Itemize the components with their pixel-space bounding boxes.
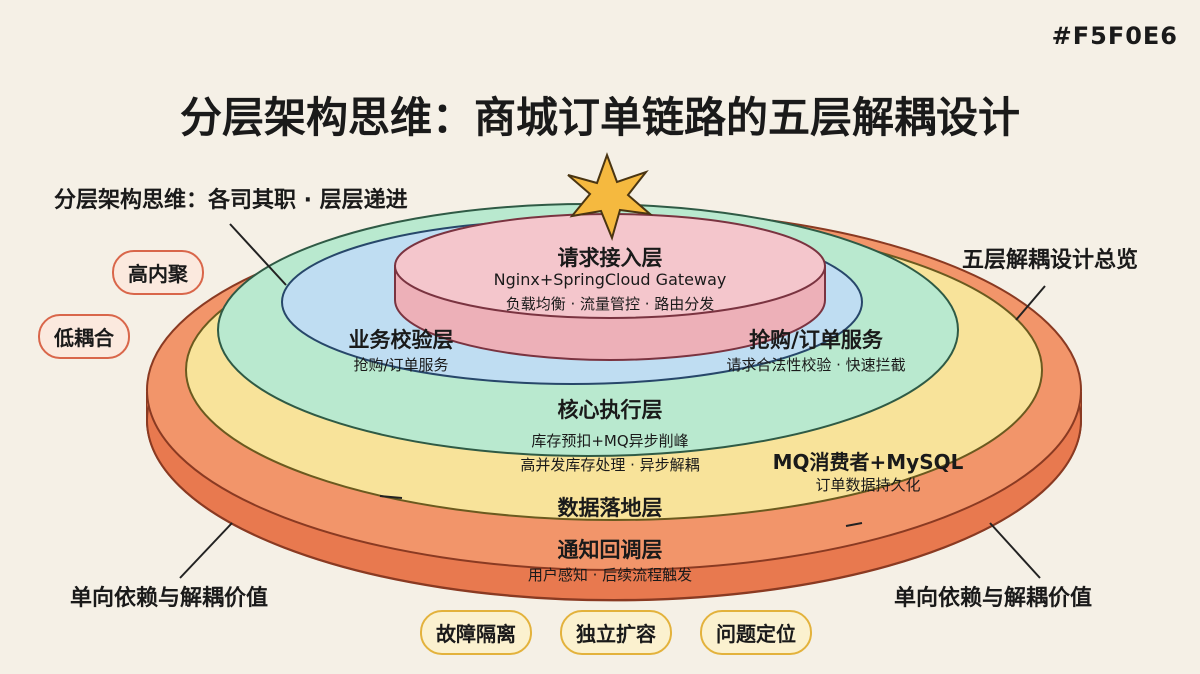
validate-layer-title: 业务校验层 (348, 328, 454, 352)
access-layer-line1: Nginx+SpringCloud Gateway (493, 270, 727, 289)
sketch-dash-1 (379, 495, 403, 499)
page-title: 分层架构思维：商城订单链路的五层解耦设计 (179, 93, 1020, 142)
data-layer-right-title: MQ消费者+MySQL (772, 450, 964, 474)
validate-layer-line1: 抢购/订单服务 (353, 356, 449, 374)
callout-bottom-right: 单向依赖与解耦价值 (894, 586, 1093, 611)
pill-independent-scaling: 独立扩容 (560, 610, 672, 655)
data-layer-right-line1: 订单数据持久化 (815, 476, 921, 494)
callout-bottom-left: 单向依赖与解耦价值 (70, 586, 269, 611)
callout-line-top-right (1015, 285, 1046, 321)
callout-top-right: 五层解耦设计总览 (962, 248, 1139, 273)
data-layer-title: 数据落地层 (557, 496, 663, 520)
pill-fault-isolation: 故障隔离 (420, 610, 532, 655)
callout-line-bottom-left (179, 522, 233, 579)
pill-high-cohesion: 高内聚 (112, 250, 204, 295)
star-icon (567, 152, 654, 242)
pill-problem-locating: 问题定位 (700, 610, 812, 655)
notify-layer-title: 通知回调层 (557, 538, 663, 562)
validate-layer-right-title: 抢购/订单服务 (749, 328, 883, 352)
sketch-dash-2 (845, 522, 863, 527)
callout-line-bottom-right (989, 522, 1041, 579)
core-layer-title: 核心执行层 (557, 398, 663, 422)
validate-layer-right-line1: 请求合法性校验 · 快速拦截 (726, 356, 906, 374)
hex-color-label: #F5F0E6 (1051, 22, 1178, 50)
core-layer-line2: 高并发库存处理 · 异步解耦 (520, 456, 700, 474)
access-layer-title: 请求接入层 (557, 246, 663, 270)
callout-line-top-left (229, 223, 287, 286)
callout-top-left: 分层架构思维：各司其职 · 层层递进 (54, 188, 408, 213)
notify-layer-line1: 用户感知 · 后续流程触发 (527, 566, 693, 584)
core-layer-line1: 库存预扣+MQ异步削峰 (531, 432, 689, 450)
access-layer-line2: 负载均衡 · 流量管控 · 路由分发 (505, 295, 715, 313)
pill-low-coupling: 低耦合 (38, 314, 130, 359)
